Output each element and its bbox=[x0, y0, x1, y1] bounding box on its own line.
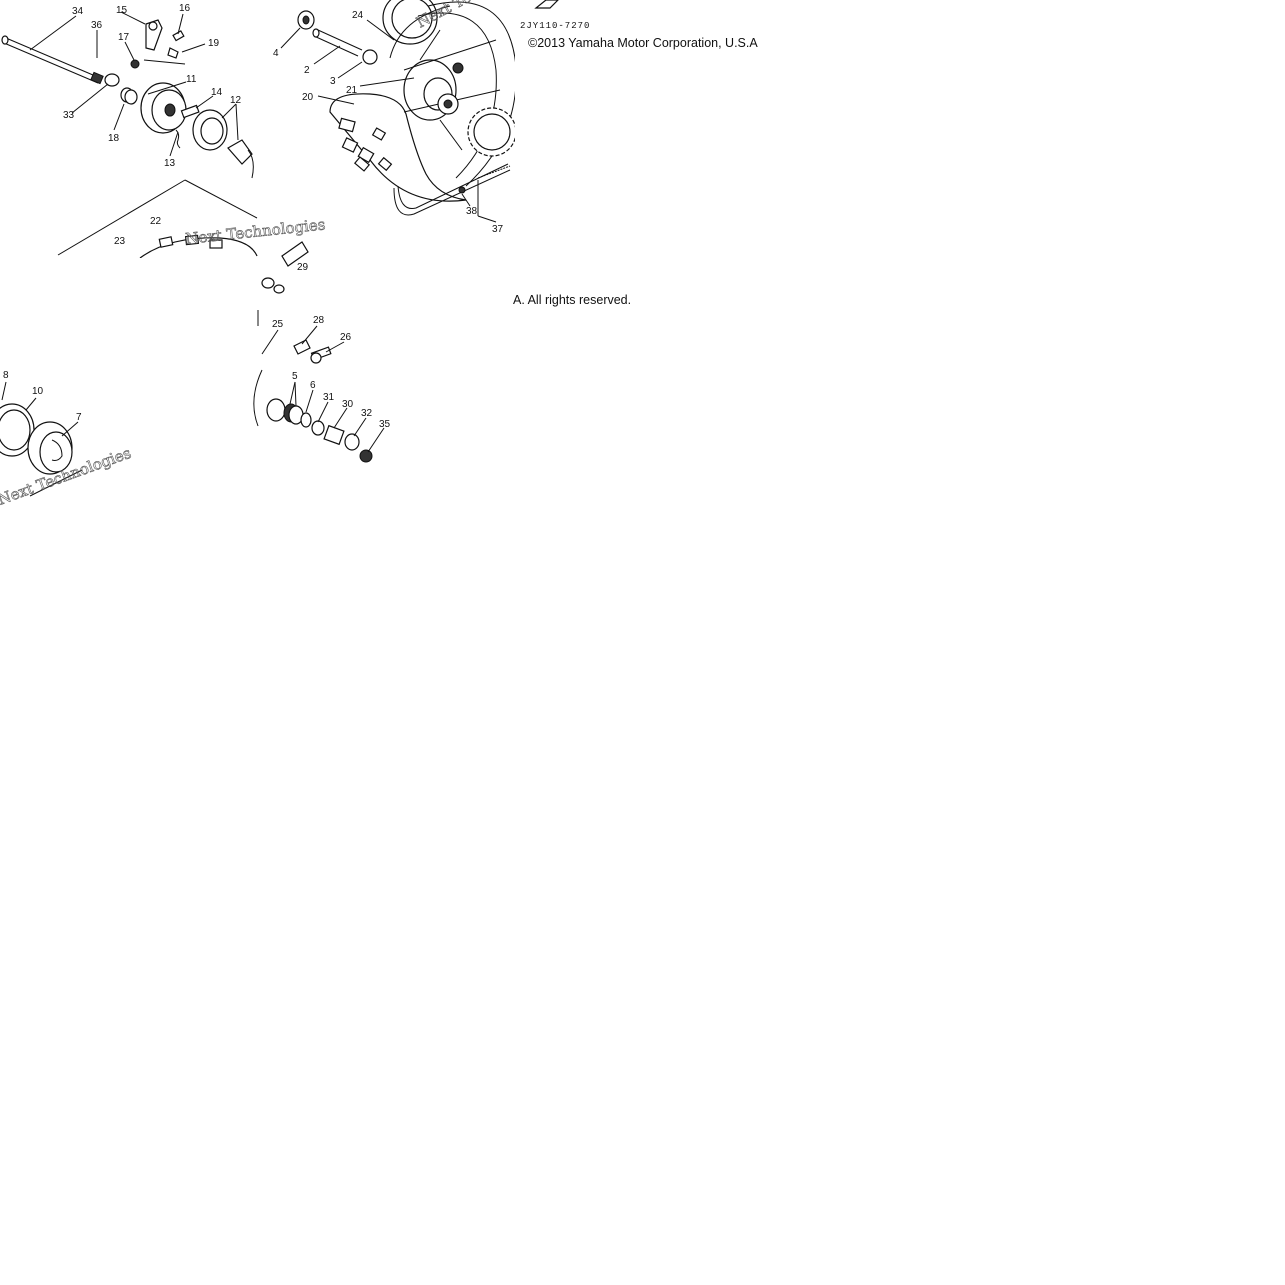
collar bbox=[120, 87, 138, 105]
callout-29: 29 bbox=[297, 262, 309, 273]
copyright-line-2: A. All rights reserved. bbox=[513, 293, 632, 307]
callout-15: 15 bbox=[116, 5, 128, 16]
bolt bbox=[180, 104, 200, 119]
callout-28: 28 bbox=[313, 315, 325, 326]
brake-hub bbox=[140, 82, 187, 134]
callout-22: 22 bbox=[150, 216, 162, 227]
callout-21: 21 bbox=[346, 85, 358, 96]
speedometer-gear-unit bbox=[297, 0, 438, 45]
callout-20: 20 bbox=[302, 92, 314, 103]
callout-35: 35 bbox=[379, 419, 391, 430]
callout-33: 33 bbox=[63, 110, 75, 121]
callout-8: 8 bbox=[3, 370, 9, 381]
tile-gap-bottom bbox=[0, 258, 256, 370]
callout-11: 11 bbox=[186, 74, 197, 85]
callout-17: 17 bbox=[118, 32, 130, 43]
chain-puller-plate bbox=[261, 241, 309, 294]
brake-shoes bbox=[192, 109, 254, 179]
callout-34: 34 bbox=[72, 6, 84, 17]
callout-30: 30 bbox=[342, 399, 354, 410]
callout-5: 5 bbox=[292, 371, 298, 382]
tile-rear-wheel bbox=[280, 0, 559, 223]
diagram-code: 2JY110-7270 bbox=[520, 21, 590, 31]
callout-12: 12 bbox=[230, 95, 242, 106]
callout-2: 2 bbox=[304, 65, 310, 76]
watermark-2: Next Technologies bbox=[185, 215, 327, 248]
tile-bearings bbox=[253, 241, 385, 463]
clutch-hub bbox=[27, 421, 73, 475]
callout-23: 23 bbox=[114, 236, 126, 247]
callout-6: 6 bbox=[310, 380, 316, 391]
tile-gap-right bbox=[515, 52, 655, 292]
spacer-rod bbox=[312, 28, 378, 65]
adjuster-bolt bbox=[293, 339, 332, 364]
brake-cam-lever bbox=[130, 19, 185, 69]
washer bbox=[104, 73, 120, 87]
callout-3: 3 bbox=[330, 76, 336, 87]
copyright-line-1: ©2013 Yamaha Motor Corporation, U.S.A bbox=[528, 36, 758, 50]
drum-leader-lines bbox=[1, 381, 83, 497]
bearing-stack bbox=[266, 398, 373, 463]
tile-brake-assembly bbox=[1, 11, 258, 259]
callout-36: 36 bbox=[91, 20, 103, 31]
callout-31: 31 bbox=[323, 392, 335, 403]
callout-16: 16 bbox=[179, 3, 191, 14]
tile-drum bbox=[0, 381, 83, 497]
callout-labels: 34 36 15 16 17 19 11 33 18 14 12 13 24 4… bbox=[3, 3, 504, 430]
callout-13: 13 bbox=[164, 158, 176, 169]
callout-32: 32 bbox=[361, 408, 373, 419]
callout-4: 4 bbox=[273, 48, 279, 59]
axle-shaft bbox=[1, 35, 104, 85]
callout-25: 25 bbox=[272, 319, 284, 330]
callout-37: 37 bbox=[492, 224, 504, 235]
callout-7: 7 bbox=[76, 412, 82, 423]
tire-edge bbox=[253, 310, 263, 427]
rear-sprocket bbox=[437, 93, 517, 157]
brake-drum bbox=[0, 403, 35, 457]
leader-lines bbox=[29, 11, 258, 256]
callout-18: 18 bbox=[108, 133, 120, 144]
callout-19: 19 bbox=[208, 38, 220, 49]
callout-24: 24 bbox=[352, 10, 364, 21]
callout-14: 14 bbox=[211, 87, 223, 98]
bracket-icon bbox=[534, 0, 559, 9]
callout-10: 10 bbox=[32, 386, 44, 397]
callout-38: 38 bbox=[466, 206, 478, 217]
tire-tread bbox=[338, 117, 393, 172]
bearing-leader-lines bbox=[261, 325, 385, 453]
wheel-leader-lines bbox=[280, 19, 497, 223]
tire-fragment bbox=[139, 237, 258, 259]
callout-26: 26 bbox=[340, 332, 352, 343]
drive-chain bbox=[393, 163, 511, 216]
tread-blocks bbox=[158, 234, 223, 249]
